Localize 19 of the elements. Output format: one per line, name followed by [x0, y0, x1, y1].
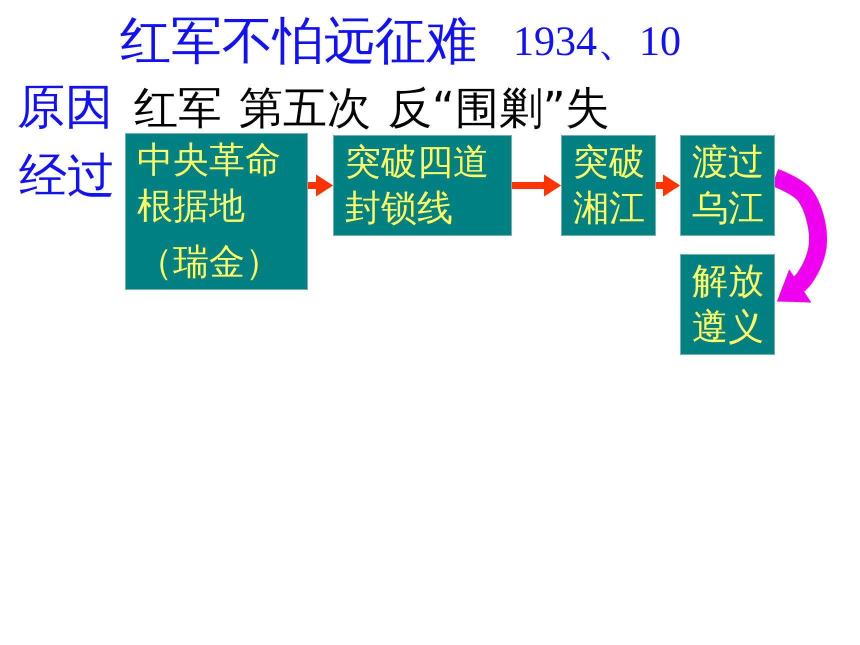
process-box — [561, 135, 656, 236]
process-box — [680, 135, 775, 236]
process-box — [333, 135, 512, 236]
arrow — [512, 174, 561, 196]
box-text: 突破四道封锁线 — [345, 141, 490, 231]
process-box — [125, 133, 308, 290]
arrow — [656, 174, 680, 196]
title: 红军不怕远征难 — [120, 16, 477, 67]
box-text: 渡过乌江 — [692, 141, 765, 231]
box-text: 突破湘江 — [573, 141, 646, 231]
box-text: 中央革命根据地 — [137, 139, 282, 229]
process-box — [680, 254, 775, 355]
box-text: 解放遵义 — [692, 260, 765, 350]
arrow — [308, 174, 333, 196]
cause-text: 红军 第五次 反“围剿”失 — [134, 87, 610, 131]
box-note: （瑞金） — [137, 241, 282, 285]
date-label: 1934、10 — [513, 21, 681, 63]
section-label: 原因 — [17, 83, 113, 131]
section-label: 经过 — [19, 152, 115, 200]
